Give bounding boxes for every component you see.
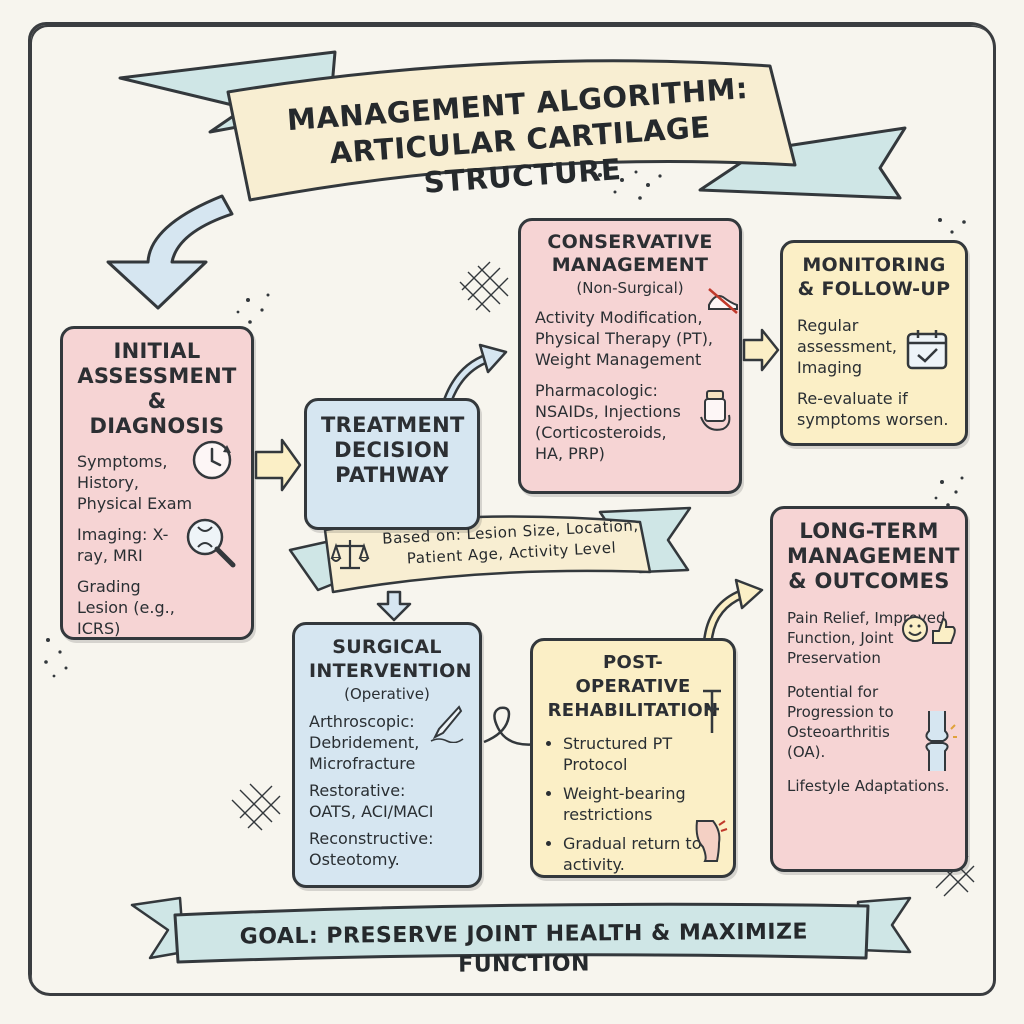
arrow-conservative-to-monitoring bbox=[742, 328, 780, 372]
surgical-intervention-title: SURGICAL INTERVENTION bbox=[309, 636, 472, 682]
long-term-item-progression: Potential for Progression to Osteoarthri… bbox=[787, 683, 894, 761]
smile-thumbs-up-icon bbox=[902, 616, 956, 644]
postop-item-pt: Structured PT Protocol bbox=[563, 733, 703, 775]
initial-assessment-title: INITIAL ASSESSMENT & DIAGNOSIS bbox=[77, 339, 237, 438]
monitoring-box: MONITORING & FOLLOW-UP Regular assessmen… bbox=[780, 240, 968, 446]
shoe-crossed-icon bbox=[708, 288, 738, 314]
arrow-initial-to-decision bbox=[254, 438, 302, 492]
arrow-title-to-initial bbox=[106, 194, 234, 310]
goal-banner-left-tail bbox=[130, 896, 186, 960]
initial-assessment-box: INITIAL ASSESSMENT & DIAGNOSIS Symptoms,… bbox=[60, 326, 254, 640]
title-banner bbox=[226, 59, 797, 202]
conservative-management-box: CONSERVATIVE MANAGEMENT (Non-Surgical) A… bbox=[518, 218, 742, 494]
knee-joint-icon bbox=[925, 711, 957, 771]
knee-pain-icon bbox=[695, 820, 728, 862]
pill-bottle-hand-icon bbox=[700, 390, 731, 431]
treatment-decision-title: TREATMENT DECISION PATHWAY bbox=[321, 413, 465, 487]
surgical-item-arthroscopic: Arthroscopic: Debridement, Microfracture bbox=[309, 712, 420, 773]
initial-item-symptoms: Symptoms, History, Physical Exam bbox=[77, 452, 193, 513]
arrow-decision-to-surgical bbox=[376, 590, 412, 622]
monitoring-item-assessment: Regular assessment, Imaging bbox=[797, 316, 897, 377]
page-frame bbox=[28, 22, 996, 996]
surgical-item-restorative: Restorative: OATS, ACI/MACI bbox=[309, 781, 434, 821]
long-term-title: LONG-TERM MANAGEMENT & OUTCOMES bbox=[787, 519, 960, 593]
knee-magnifier-icon bbox=[186, 518, 236, 568]
conservative-item-activity: Activity Modification, Physical Therapy … bbox=[535, 308, 714, 369]
postop-rehab-box: POST-OPERATIVE REHABILITATION Structured… bbox=[530, 638, 736, 878]
monitoring-title: MONITORING & FOLLOW-UP bbox=[797, 254, 951, 300]
long-term-item-relief: Pain Relief, Improved Function, Joint Pr… bbox=[787, 609, 946, 667]
monitoring-item-reevaluate: Re-evaluate if symptoms worsen. bbox=[797, 389, 949, 429]
scales-icon bbox=[330, 540, 370, 570]
goal-statement: GOAL: PRESERVE JOINT HEALTH & MAXIMIZE F… bbox=[239, 919, 809, 978]
goal-banner bbox=[173, 902, 870, 964]
postop-item-return: Gradual return to activity. bbox=[563, 833, 703, 875]
decorative-dots bbox=[44, 166, 966, 678]
arrow-decision-to-conservative bbox=[443, 353, 493, 405]
surgical-intervention-box: SURGICAL INTERVENTION (Operative) Arthro… bbox=[292, 622, 482, 888]
arrow-surgical-to-postop bbox=[483, 706, 539, 746]
initial-item-imaging: Imaging: X-ray, MRI bbox=[77, 525, 169, 565]
calendar-check-icon bbox=[906, 330, 948, 370]
surgical-item-reconstructive: Reconstructive: Osteotomy. bbox=[309, 829, 434, 869]
conservative-management-title: CONSERVATIVE MANAGEMENT bbox=[547, 231, 713, 276]
surgical-intervention-subtitle: (Operative) bbox=[344, 685, 430, 703]
conservative-item-pharmacologic: Pharmacologic: NSAIDs, Injections (Corti… bbox=[535, 381, 681, 463]
long-term-item-lifestyle: Lifestyle Adaptations. bbox=[787, 777, 950, 795]
initial-item-grading: Grading Lesion (e.g., ICRS) bbox=[77, 577, 175, 638]
treatment-decision-box: TREATMENT DECISION PATHWAY bbox=[304, 398, 480, 530]
scalpel-icon bbox=[430, 705, 464, 743]
long-term-box: LONG-TERM MANAGEMENT & OUTCOMES Pain Rel… bbox=[770, 506, 968, 872]
crutch-icon bbox=[703, 689, 721, 733]
conservative-management-subtitle: (Non-Surgical) bbox=[576, 279, 684, 297]
clock-icon bbox=[192, 440, 232, 480]
title-banner-right-tail bbox=[698, 126, 907, 200]
postop-rehab-title: POST-OPERATIVE REHABILITATION bbox=[547, 652, 719, 721]
postop-item-weight: Weight-bearing restrictions bbox=[563, 783, 723, 825]
